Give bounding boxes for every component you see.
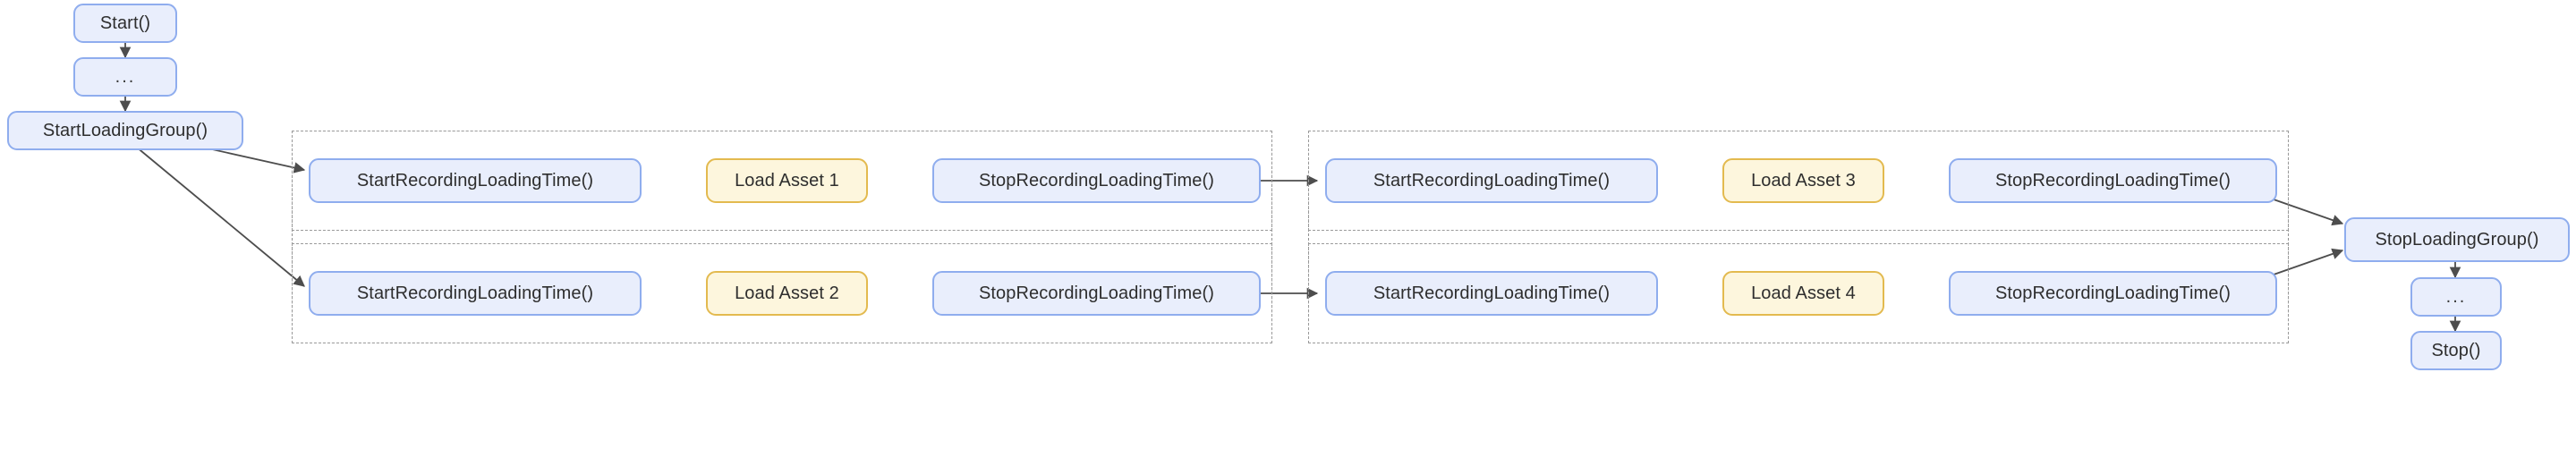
- node-g1r2-load-asset-label: Load Asset 2: [735, 283, 839, 303]
- node-g1r2-load-asset[interactable]: Load Asset 2: [706, 271, 868, 316]
- node-g2r1-start-recording-label: StartRecordingLoadingTime(): [1373, 170, 1611, 190]
- node-g1r1-start-recording-label: StartRecordingLoadingTime(): [356, 170, 594, 190]
- node-g1r1-stop-recording[interactable]: StopRecordingLoadingTime(): [932, 158, 1261, 203]
- node-g2r2-load-asset[interactable]: Load Asset 4: [1722, 271, 1884, 316]
- node-g1r1-start-recording[interactable]: StartRecordingLoadingTime(): [309, 158, 642, 203]
- node-g2r2-load-asset-label: Load Asset 4: [1751, 283, 1856, 303]
- node-start-loading-group-label: StartLoadingGroup(): [42, 120, 208, 140]
- node-ellipsis-top-label: ...: [115, 66, 136, 87]
- node-g1r2-stop-recording[interactable]: StopRecordingLoadingTime(): [932, 271, 1261, 316]
- node-start-loading-group[interactable]: StartLoadingGroup(): [7, 111, 243, 150]
- node-start[interactable]: Start(): [73, 4, 177, 43]
- node-g1r2-stop-recording-label: StopRecordingLoadingTime(): [978, 283, 1215, 303]
- node-ellipsis-bottom[interactable]: ...: [2410, 277, 2502, 317]
- node-stop-loading-group-label: StopLoadingGroup(): [2375, 229, 2539, 250]
- node-start-label: Start(): [99, 13, 151, 33]
- node-g2r2-stop-recording[interactable]: StopRecordingLoadingTime(): [1949, 271, 2277, 316]
- node-g2r1-start-recording[interactable]: StartRecordingLoadingTime(): [1325, 158, 1658, 203]
- node-g2r1-stop-recording[interactable]: StopRecordingLoadingTime(): [1949, 158, 2277, 203]
- node-ellipsis-top[interactable]: ...: [73, 57, 177, 97]
- node-g1r2-start-recording[interactable]: StartRecordingLoadingTime(): [309, 271, 642, 316]
- node-g2r2-start-recording[interactable]: StartRecordingLoadingTime(): [1325, 271, 1658, 316]
- node-g1r1-load-asset[interactable]: Load Asset 1: [706, 158, 868, 203]
- node-g2r2-start-recording-label: StartRecordingLoadingTime(): [1373, 283, 1611, 303]
- node-g2r1-load-asset-label: Load Asset 3: [1751, 170, 1856, 190]
- node-stop-loading-group[interactable]: StopLoadingGroup(): [2344, 217, 2570, 262]
- node-g1r1-load-asset-label: Load Asset 1: [735, 170, 839, 190]
- node-g2r1-load-asset[interactable]: Load Asset 3: [1722, 158, 1884, 203]
- node-g1r2-start-recording-label: StartRecordingLoadingTime(): [356, 283, 594, 303]
- node-g2r1-stop-recording-label: StopRecordingLoadingTime(): [1994, 170, 2232, 190]
- node-g2r2-stop-recording-label: StopRecordingLoadingTime(): [1994, 283, 2232, 303]
- node-g1r1-stop-recording-label: StopRecordingLoadingTime(): [978, 170, 1215, 190]
- edge-startloadinggroup-to-g1r2: [135, 146, 305, 287]
- node-stop[interactable]: Stop(): [2410, 331, 2502, 370]
- node-ellipsis-bottom-label: ...: [2445, 286, 2467, 307]
- node-stop-label: Stop(): [2431, 340, 2481, 360]
